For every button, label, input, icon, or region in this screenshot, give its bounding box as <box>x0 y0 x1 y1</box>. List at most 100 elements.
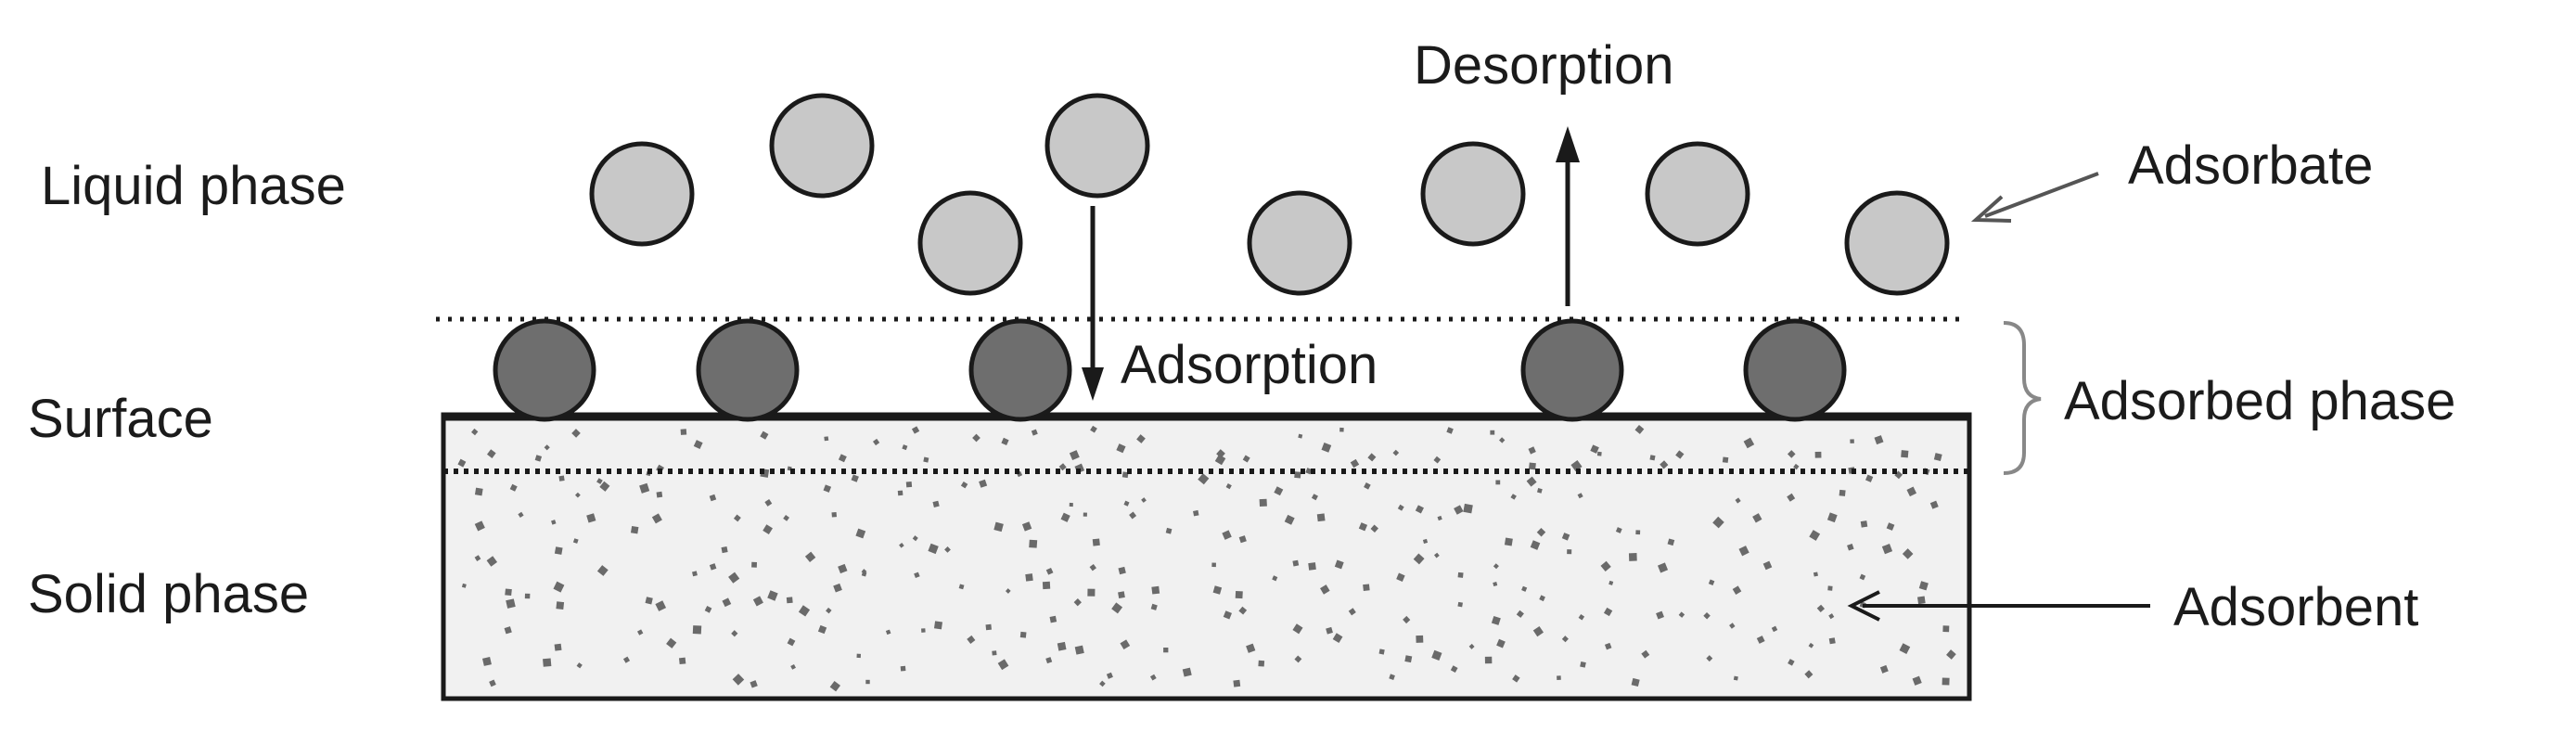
adsorbent-grain <box>1149 674 1157 681</box>
adsorbent-grain <box>1828 613 1835 620</box>
adsorbent-grain <box>1025 573 1033 582</box>
adsorbent-label: Adsorbent <box>2173 577 2418 637</box>
adsorbent-grain <box>1530 540 1541 550</box>
adsorbent-grain <box>1434 552 1440 559</box>
adsorbent-grain <box>1596 451 1602 456</box>
adsorbent-grain <box>1111 602 1123 614</box>
adsorbent-grain <box>1567 549 1572 555</box>
adsorbent-grain <box>1942 677 1950 686</box>
adsorbent-grain <box>544 444 550 451</box>
adsorbent-grain <box>599 481 610 492</box>
adsorbent-grain <box>1793 463 1800 470</box>
adsorbent-grain <box>1528 446 1536 455</box>
adsorbent-grain <box>722 597 732 608</box>
adsorbent-grain <box>1294 655 1302 663</box>
adsorption-label: Adsorption <box>1121 335 1378 395</box>
adsorbent-grain <box>1193 509 1199 517</box>
adsorbent-grains <box>457 424 1956 692</box>
adsorbent-grain <box>817 624 827 635</box>
adsorbent-grain <box>967 635 976 644</box>
adsorbent-pointer-arrow <box>1847 590 2150 622</box>
adsorbent-grain <box>1577 493 1583 499</box>
adsorbent-grain <box>504 626 512 635</box>
adsorbent-grain <box>1099 680 1106 687</box>
adsorption-arrow <box>1082 206 1104 401</box>
adsorbent-grain <box>1491 615 1501 625</box>
adsorbent-grain <box>554 546 563 555</box>
adsorbent-grain <box>786 597 793 604</box>
adsorbent-grain <box>1493 563 1499 570</box>
adsorbent-grain <box>524 593 531 599</box>
adsorbent-grain <box>1074 645 1084 655</box>
adsorbent-grain <box>1457 571 1464 578</box>
adsorbent-grain <box>856 653 862 659</box>
adsorbent-grain <box>1865 474 1874 482</box>
adsorbent-grain <box>764 498 773 507</box>
adsorbent-grain <box>1787 493 1796 502</box>
adsorbent-grain <box>985 623 992 631</box>
adsorbent-grain <box>1320 584 1330 595</box>
adsorbent-grain <box>944 546 951 553</box>
adsorbent-grain <box>1069 450 1080 461</box>
adsorbent-grain <box>1223 610 1232 620</box>
adsorbent-grain <box>1211 562 1216 568</box>
adsorbate-molecule <box>1645 141 1750 247</box>
adsorbent-grain <box>1561 636 1569 643</box>
adsorbent-grain <box>733 514 741 522</box>
adsorbent-grain <box>1031 429 1038 436</box>
adsorbent-grain <box>1743 437 1755 449</box>
adsorbent-grain <box>1847 543 1854 551</box>
adsorbent-grain <box>556 601 565 610</box>
adsorbent-grain <box>798 605 811 617</box>
adsorbent-grain <box>1590 444 1599 454</box>
adsorbent-grain <box>1242 455 1250 463</box>
adsorbate-label: Adsorbate <box>2128 135 2373 196</box>
adsorbent-grain <box>543 658 552 667</box>
adsorbent-grain <box>1019 631 1027 638</box>
adsorbent-grain <box>783 514 790 521</box>
adsorbent-grain <box>751 561 757 568</box>
adsorbent-grain <box>1816 604 1826 613</box>
adsorbent-grain <box>693 440 703 449</box>
adsorbent-grain <box>1308 562 1316 571</box>
adsorbent-grain <box>912 535 918 542</box>
adsorbent-grain <box>1045 657 1053 664</box>
liquid-phase-label: Liquid phase <box>41 156 346 216</box>
adsorbent-grain <box>1433 456 1442 464</box>
adsorbent-grain <box>1657 562 1669 573</box>
adsorbent-grain <box>1946 649 1956 660</box>
adsorbent-grain <box>1005 588 1011 594</box>
adsorbent-grain <box>1339 427 1344 432</box>
adsorbent-grain <box>1358 522 1368 532</box>
adsorbent-grain <box>899 543 904 548</box>
adsorbent-grain <box>1729 623 1736 629</box>
adsorbent-grain <box>1881 544 1893 555</box>
adsorbent-grain <box>855 528 866 539</box>
adsorbent-grain <box>1675 450 1685 459</box>
adsorbent-grain <box>1516 610 1524 618</box>
adsorbent-grain <box>1350 458 1360 469</box>
adsorbent-grain <box>1129 511 1137 520</box>
adsorbent-grain <box>1631 677 1640 687</box>
adsorbent-grain <box>750 680 758 688</box>
adsorbent-grain <box>534 455 543 462</box>
adsorbent-grain <box>1512 674 1520 683</box>
adsorbent-grain <box>1454 505 1464 515</box>
adsorbent-grain <box>914 571 920 579</box>
adsorbent-grain <box>1532 625 1544 637</box>
adsorbate-molecule <box>1844 190 1950 296</box>
adsorbent-grain <box>571 429 581 438</box>
adsorbent-grain <box>1641 649 1650 659</box>
adsorbent-grain <box>554 643 562 651</box>
adsorbent-grain <box>1635 530 1641 535</box>
adsorbent-grain <box>651 513 662 524</box>
adsorbent-grain <box>1118 566 1126 575</box>
adsorbent-grain <box>997 659 1009 671</box>
adsorbent-grain <box>1150 603 1158 610</box>
adsorbent-grain <box>655 600 667 611</box>
adsorbent-grain <box>1604 642 1612 650</box>
adsorbate-molecule <box>589 141 695 247</box>
adsorbent-grain <box>1788 659 1795 666</box>
adsorbent-grain <box>1712 516 1724 529</box>
adsorbent-grain <box>823 484 832 493</box>
